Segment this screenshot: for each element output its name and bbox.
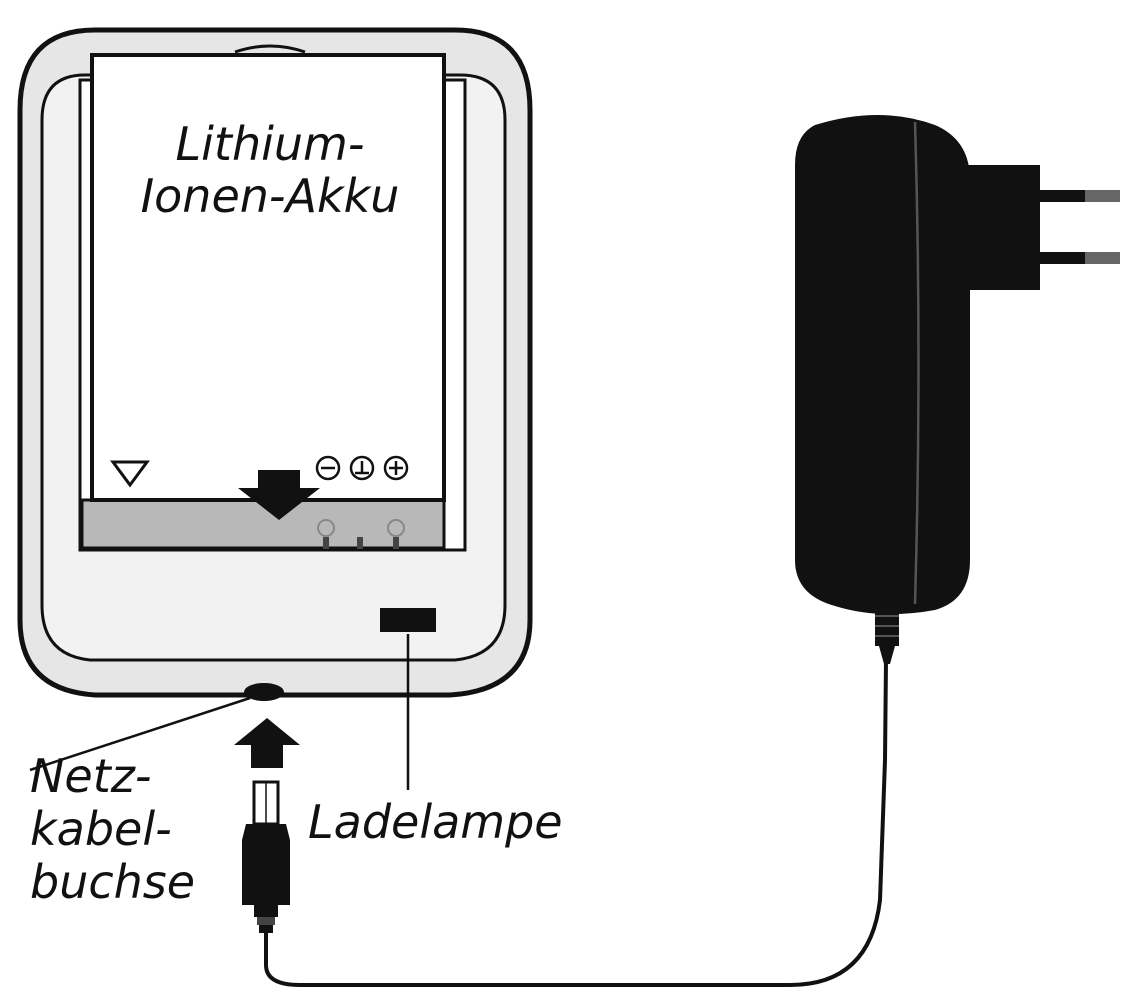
power-cable	[264, 659, 888, 987]
battery-label-line1: Lithium-	[176, 117, 365, 171]
cradle-top-notch	[234, 44, 306, 54]
orientation-triangle-icon	[110, 460, 150, 488]
charge-lamp	[380, 608, 436, 632]
label-ladelampe: Ladelampe	[308, 795, 563, 849]
insert-arrow-icon	[238, 470, 320, 520]
label-netzkabelbuchse-2: kabel-	[30, 802, 172, 856]
contact-pins	[317, 519, 405, 549]
battery-label-line2: Ionen-Akku	[141, 169, 400, 223]
power-jack	[244, 683, 284, 701]
plug-arrow-icon	[234, 718, 300, 768]
label-netzkabelbuchse-1: Netz-	[30, 749, 152, 803]
callout-line-netzkabel	[29, 696, 251, 772]
power-adapter	[795, 115, 1120, 664]
dc-plug	[234, 718, 300, 933]
label-netzkabelbuchse-3: buchse	[30, 855, 195, 909]
battery: Lithium- Ionen-Akku ⊖	[90, 53, 446, 520]
terminal-symbols: ⊖	[315, 455, 409, 481]
battery-body	[90, 53, 446, 502]
contact-strip	[80, 498, 446, 550]
adapter-housing	[795, 115, 970, 615]
